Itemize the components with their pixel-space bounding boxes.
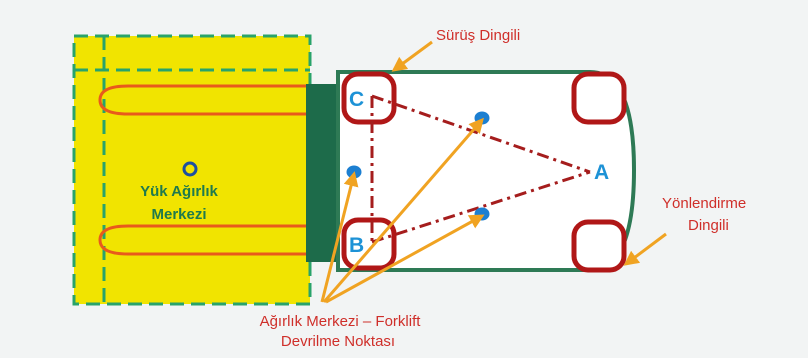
- point-a-label: A: [594, 161, 609, 184]
- wheel-front-bottom: [341, 217, 397, 271]
- wheel-rear-top: [571, 71, 627, 125]
- wheel-rear-bottom: [571, 219, 627, 273]
- tipover-label-line1: Ağırlık Merkezi – Forklift: [260, 313, 422, 330]
- arrow-icon: [391, 40, 433, 72]
- load-cg-dot-icon: [182, 161, 198, 177]
- triangle-edge-ca: [371, 94, 591, 174]
- fork-upper: [98, 84, 308, 116]
- stability-triangle: [370, 94, 591, 244]
- fork-lower: [98, 224, 308, 256]
- arrow-icon: [325, 214, 485, 304]
- mast: [306, 84, 336, 262]
- pointer-arrows: [320, 40, 667, 304]
- arrow-icon: [623, 232, 667, 266]
- tipover-label-line2: Devrilme Noktası: [281, 333, 395, 350]
- steer-axle-label-line1: Yönlendirme: [662, 195, 746, 212]
- point-c-label: C: [349, 88, 364, 111]
- steer-axle-label-line2: Dingili: [688, 217, 729, 234]
- wheel-front-top: [341, 71, 397, 125]
- arrow-icon: [320, 171, 359, 303]
- load-cg-label-line1: Yük Ağırlık: [140, 183, 218, 200]
- arrow-icon: [322, 117, 484, 303]
- point-b-label: B: [349, 234, 364, 257]
- wheels: [341, 71, 627, 273]
- drive-axle-label: Sürüş Dingili: [436, 27, 520, 44]
- forks: [98, 84, 308, 256]
- load-cg-label-line2: Merkezi: [151, 206, 206, 223]
